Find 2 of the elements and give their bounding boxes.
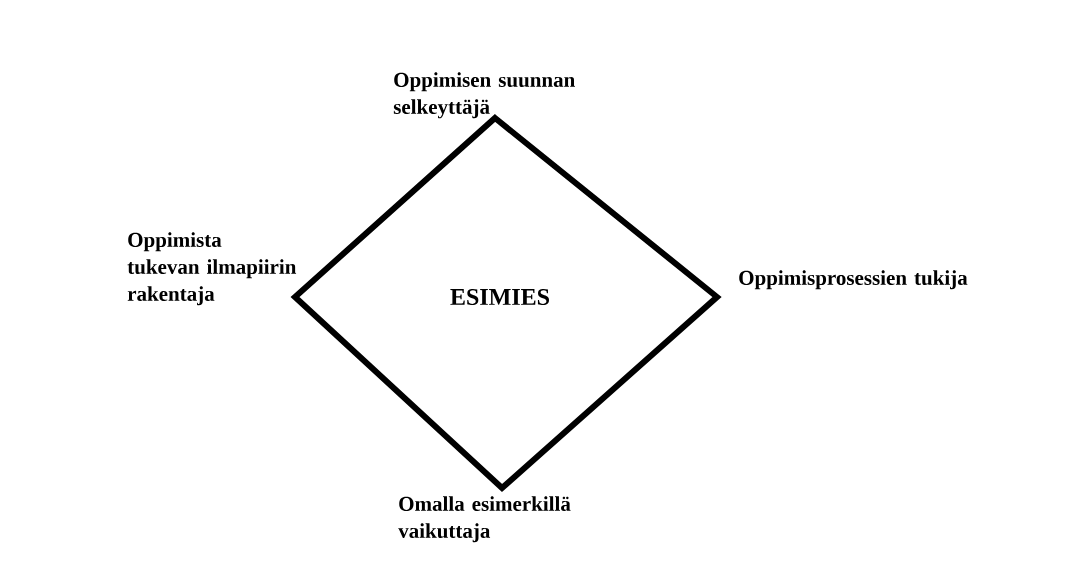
corner-label: Oppimisprosessien tukija — [739, 270, 968, 290]
corner-label: Omalla esimerkillä vaikuttaja — [398, 496, 571, 543]
